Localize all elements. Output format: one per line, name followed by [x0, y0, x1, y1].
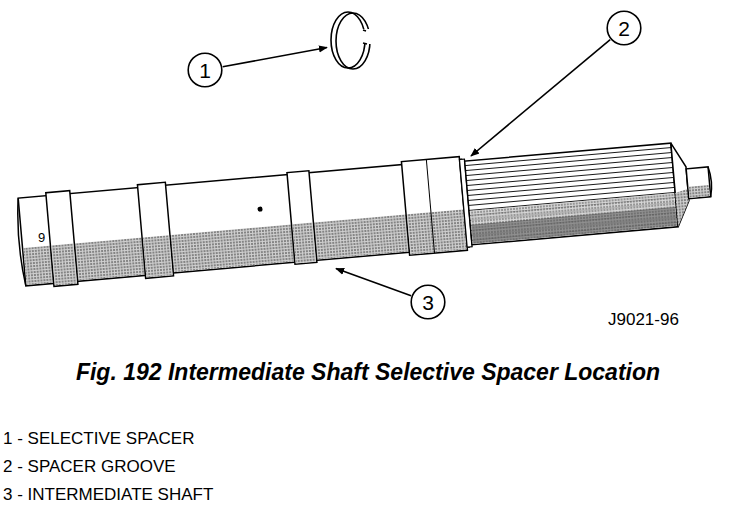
selective-spacer	[363, 30, 366, 31]
callout-circle: 3	[410, 284, 446, 320]
intermediate-shaft	[15, 135, 716, 289]
part-mark: 9	[37, 229, 46, 246]
intermediate-shaft	[51, 244, 76, 286]
intermediate-shaft	[426, 159, 434, 253]
callout-number: 2	[606, 10, 642, 46]
intermediate-shaft	[24, 209, 469, 284]
intermediate-shaft	[292, 223, 315, 264]
intermediate-shaft	[470, 193, 677, 244]
intermediate-shaft	[46, 191, 78, 287]
callout-circle: 2	[606, 10, 642, 46]
intermediate-shaft	[689, 185, 710, 198]
callout-number: 3	[410, 284, 446, 320]
leader-lines	[223, 48, 327, 67]
selective-spacer	[361, 29, 375, 44]
intermediate-shaft	[18, 159, 469, 285]
intermediate-shaft	[407, 209, 466, 254]
leader-lines	[336, 269, 411, 296]
callout-number: 1	[187, 52, 223, 88]
legend-entry: 2 - SPACER GROOVE	[3, 456, 176, 477]
intermediate-shaft	[137, 182, 173, 278]
selective-spacer	[331, 12, 375, 69]
intermediate-shaft	[257, 206, 262, 211]
leader-lines	[471, 40, 610, 156]
intermediate-shaft	[143, 235, 172, 277]
intermediate-shaft	[465, 143, 679, 245]
intermediate-shaft	[686, 167, 711, 199]
leader-lines	[223, 40, 611, 296]
intermediate-shaft	[15, 198, 26, 286]
legend-entry: 3 - INTERMEDIATE SHAFT	[3, 484, 213, 505]
callout-circle: 1	[187, 52, 223, 88]
selective-spacer	[363, 43, 367, 44]
intermediate-shaft	[471, 207, 677, 244]
intermediate-shaft	[287, 171, 317, 265]
intermediate-shaft	[708, 167, 713, 197]
legend-entry: 1 - SELECTIVE SPACER	[3, 428, 194, 449]
intermediate-shaft	[401, 157, 467, 256]
figure-caption: Fig. 192 Intermediate Shaft Selective Sp…	[73, 357, 663, 388]
figure-code: J9021-96	[608, 309, 679, 330]
